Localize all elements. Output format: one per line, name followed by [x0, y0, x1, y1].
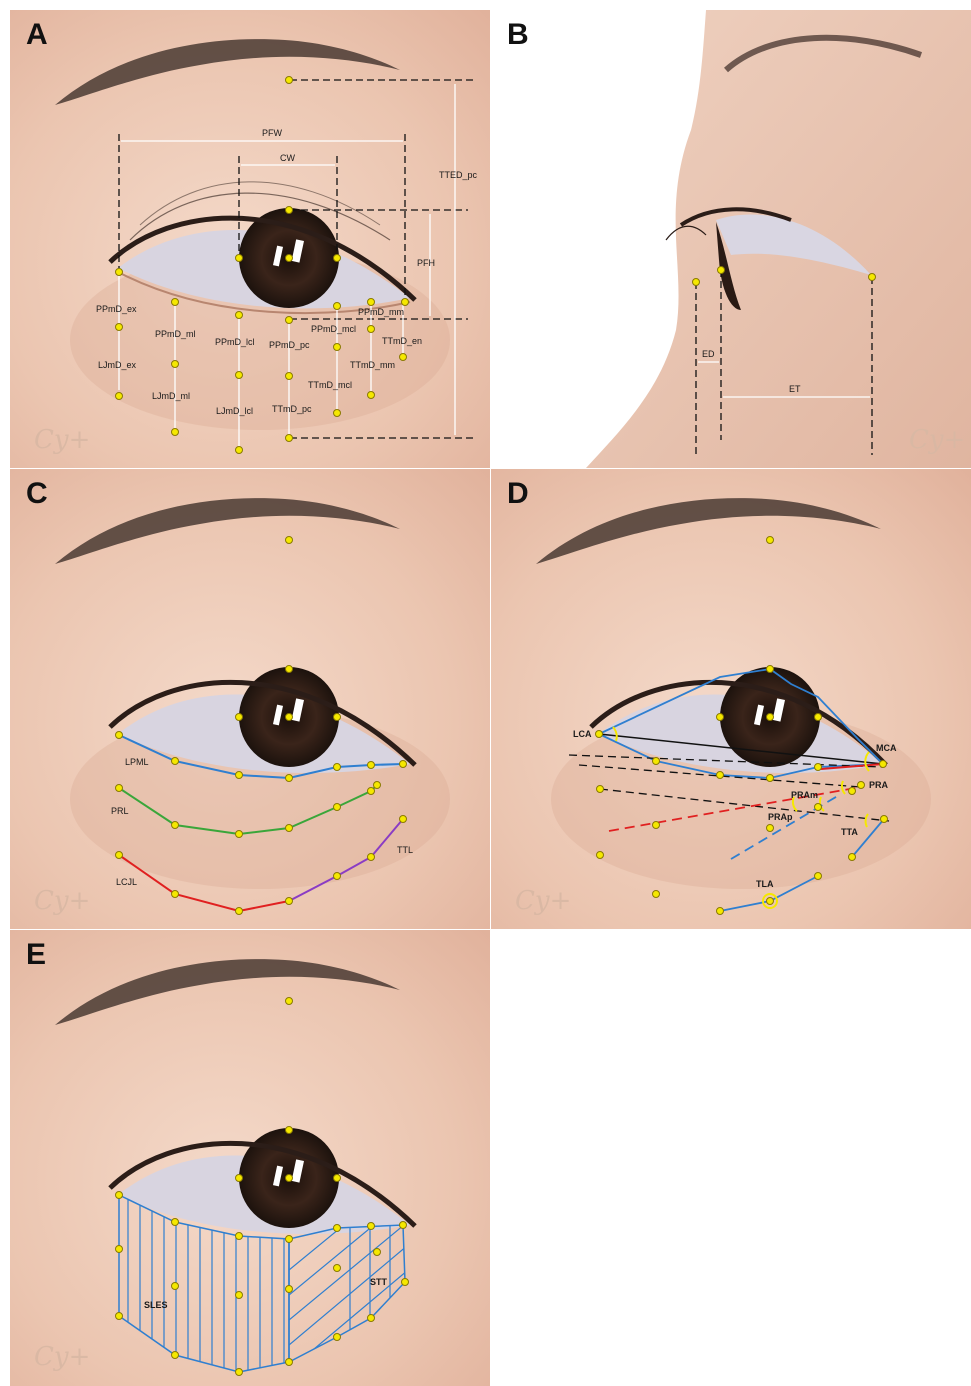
panel-e-illustration: SLES STT	[10, 930, 490, 1386]
label-prl: PRL	[111, 806, 129, 816]
panel-d: LCA MCA PRA PRAm PRAp TTA TLA D Cy+	[491, 469, 971, 929]
label-tla: TLA	[756, 879, 774, 889]
label-pra: PRA	[869, 780, 889, 790]
label-ppmd-ml: PPmD_ml	[155, 329, 196, 339]
signature: Cy+	[34, 886, 90, 916]
panel-e: SLES STT E Cy+	[10, 930, 490, 1386]
label-ppmd-mm: PPmD_mm	[358, 307, 404, 317]
label-lpml: LPML	[125, 757, 149, 767]
label-pram: PRAm	[791, 790, 818, 800]
label-ttmd-en: TTmD_en	[382, 336, 422, 346]
panel-d-illustration: LCA MCA PRA PRAm PRAp TTA TLA	[491, 469, 971, 929]
label-sles: SLES	[144, 1300, 168, 1310]
panel-letter: D	[507, 477, 529, 511]
panel-letter: C	[26, 477, 48, 511]
panel-c-illustration: LPML PRL TTL LCJL	[10, 469, 490, 929]
label-ppmd-pc: PPmD_pc	[269, 340, 310, 350]
label-ljmd-ex: LJmD_ex	[98, 360, 137, 370]
label-ttl: TTL	[397, 845, 413, 855]
label-ljmd-ml: LJmD_ml	[152, 391, 190, 401]
panel-a-illustration: PFW CW TTED_pc PFH PPmD_ex PPmD_ml PPmD_…	[10, 10, 490, 468]
label-ttmd-mm: TTmD_mm	[350, 360, 395, 370]
label-pfw: PFW	[262, 128, 283, 138]
signature: Cy+	[909, 425, 965, 455]
signature: Cy+	[34, 425, 90, 455]
panel-c: LPML PRL TTL LCJL C Cy+	[10, 469, 490, 929]
panel-letter: E	[26, 938, 46, 972]
label-ttmd-pc: TTmD_pc	[272, 404, 312, 414]
label-stt: STT	[370, 1277, 388, 1287]
signature: Cy+	[34, 1342, 90, 1372]
label-pfh: PFH	[417, 258, 435, 268]
panel-letter: B	[507, 18, 529, 52]
label-tta: TTA	[841, 827, 858, 837]
label-et: ET	[789, 384, 801, 394]
label-tted-pc: TTED_pc	[439, 170, 478, 180]
label-prap: PRAp	[768, 812, 793, 822]
label-ljmd-lcl: LJmD_lcl	[216, 406, 253, 416]
label-ppmd-ex: PPmD_ex	[96, 304, 137, 314]
label-lcjl: LCJL	[116, 877, 137, 887]
panel-letter: A	[26, 18, 48, 52]
label-lca: LCA	[573, 729, 592, 739]
panel-b-illustration: ED ET	[491, 10, 971, 468]
panel-b: ED ET B Cy+	[491, 10, 971, 468]
label-mca: MCA	[876, 743, 897, 753]
label-cw: CW	[280, 153, 295, 163]
label-ed: ED	[702, 349, 715, 359]
signature: Cy+	[515, 886, 571, 916]
panel-a: PFW CW TTED_pc PFH PPmD_ex PPmD_ml PPmD_…	[10, 10, 490, 468]
label-ppmd-mcl: PPmD_mcl	[311, 324, 356, 334]
label-ttmd-mcl: TTmD_mcl	[308, 380, 352, 390]
label-ppmd-lcl: PPmD_lcl	[215, 337, 255, 347]
